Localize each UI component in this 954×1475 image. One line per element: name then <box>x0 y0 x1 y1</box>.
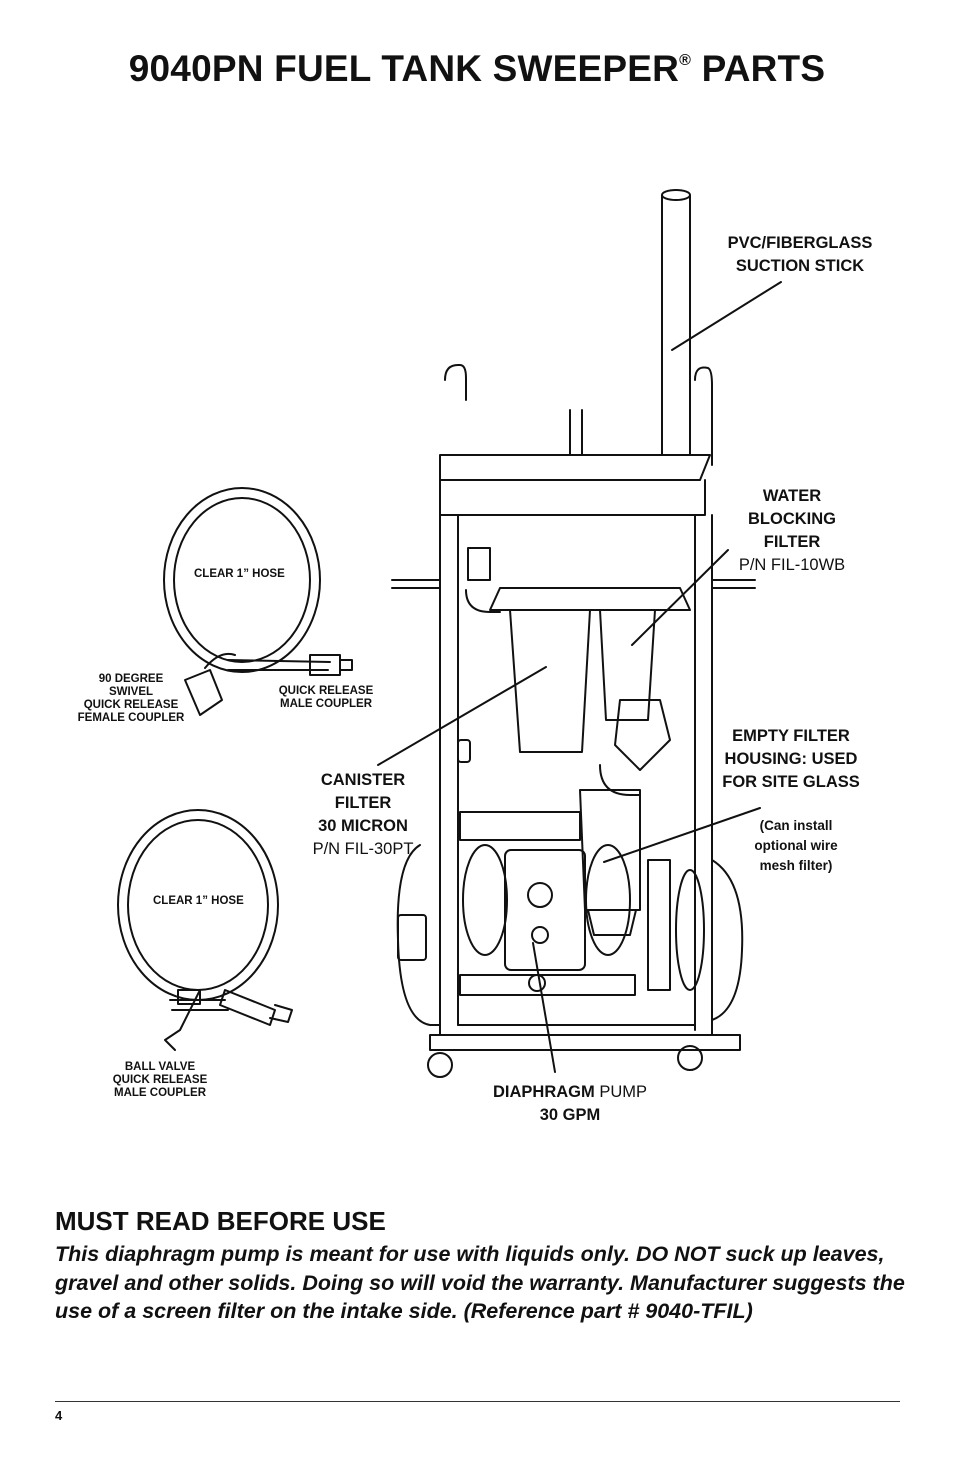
label-line: PVC/FIBERGLASS <box>727 234 873 252</box>
label-canister-filter: CANISTER FILTER 30 MICRON P/N FIL-30PT <box>298 769 428 861</box>
label-line: FEMALE COUPLER <box>77 712 185 724</box>
note-line: optional wire <box>754 838 838 853</box>
label-hose-1: CLEAR 1” HOSE <box>194 568 285 580</box>
footer-divider <box>55 1401 900 1402</box>
cart-frame-illustration <box>391 364 756 1078</box>
label-swivel-coupler: 90 DEGREE SWIVEL QUICK RELEASE FEMALE CO… <box>70 673 192 725</box>
label-line: 90 DEGREE <box>98 673 164 685</box>
page-number: 4 <box>55 1408 63 1423</box>
empty-housing-note: (Can install optional wire mesh filter) <box>716 816 876 876</box>
hose-coil-1-illustration <box>163 487 353 716</box>
label-line: QUICK RELEASE <box>83 699 179 711</box>
title-suffix: PARTS <box>691 48 826 89</box>
label-diaphragm-pump: DIAPHRAGM PUMP 30 GPM <box>470 1081 670 1127</box>
label-line: WATER <box>762 487 822 505</box>
label-hose-2: CLEAR 1” HOSE <box>153 895 244 907</box>
label-line: FILTER <box>334 794 392 812</box>
label-line: BLOCKING <box>748 510 836 528</box>
label-empty-filter-housing: EMPTY FILTER HOUSING: USED FOR SITE GLAS… <box>706 725 876 794</box>
label-line: MALE COUPLER <box>280 698 372 710</box>
label-water-blocking-filter: WATER BLOCKING FILTER P/N FIL-10WB <box>702 485 882 577</box>
leader-lines <box>377 281 782 1073</box>
label-line: QUICK RELEASE <box>112 1074 208 1086</box>
label-line: 30 GPM <box>539 1106 601 1124</box>
label-line: QUICK RELEASE <box>278 685 374 697</box>
suction-stick-illustration <box>661 189 691 456</box>
label-line: 30 MICRON <box>318 817 408 835</box>
wheel-illustration <box>396 844 744 1026</box>
label-line: SWIVEL <box>108 686 154 698</box>
label-ball-valve-coupler: BALL VALVE QUICK RELEASE MALE COUPLER <box>100 1061 220 1100</box>
label-line: MALE COUPLER <box>114 1087 206 1099</box>
label-line: BALL VALVE <box>124 1061 196 1073</box>
diaphragm-pump-illustration <box>459 811 636 996</box>
warning-body: This diaphragm pump is meant for use wit… <box>55 1242 905 1323</box>
part-number: P/N FIL-10WB <box>738 556 846 574</box>
hose-coil-2-illustration <box>117 809 293 1051</box>
label-line: CANISTER <box>320 771 406 789</box>
label-male-coupler: QUICK RELEASE MALE COUPLER <box>268 685 384 711</box>
title-text: 9040PN FUEL TANK SWEEPER <box>128 48 680 89</box>
label-suction-stick: PVC/FIBERGLASS SUCTION STICK <box>700 232 900 278</box>
label-line: FILTER <box>763 533 821 551</box>
label-line: SUCTION STICK <box>735 257 865 275</box>
label-line: DIAPHRAGM <box>492 1083 595 1101</box>
part-number: P/N FIL-30PT <box>312 840 414 858</box>
label-line: FOR SITE GLASS <box>722 773 860 791</box>
note-line: mesh filter) <box>759 858 833 873</box>
page-title: 9040PN FUEL TANK SWEEPER® PARTS <box>0 48 954 90</box>
label-line: HOUSING: USED <box>724 750 858 768</box>
note-line: (Can install <box>759 818 833 833</box>
warning-heading: MUST READ BEFORE USE <box>55 1206 386 1236</box>
empty-housing-illustration <box>579 789 641 936</box>
filter-housings-illustration <box>465 547 691 796</box>
registered-mark: ® <box>679 52 692 69</box>
label-line: PUMP <box>594 1083 647 1101</box>
label-line: EMPTY FILTER <box>732 727 850 745</box>
